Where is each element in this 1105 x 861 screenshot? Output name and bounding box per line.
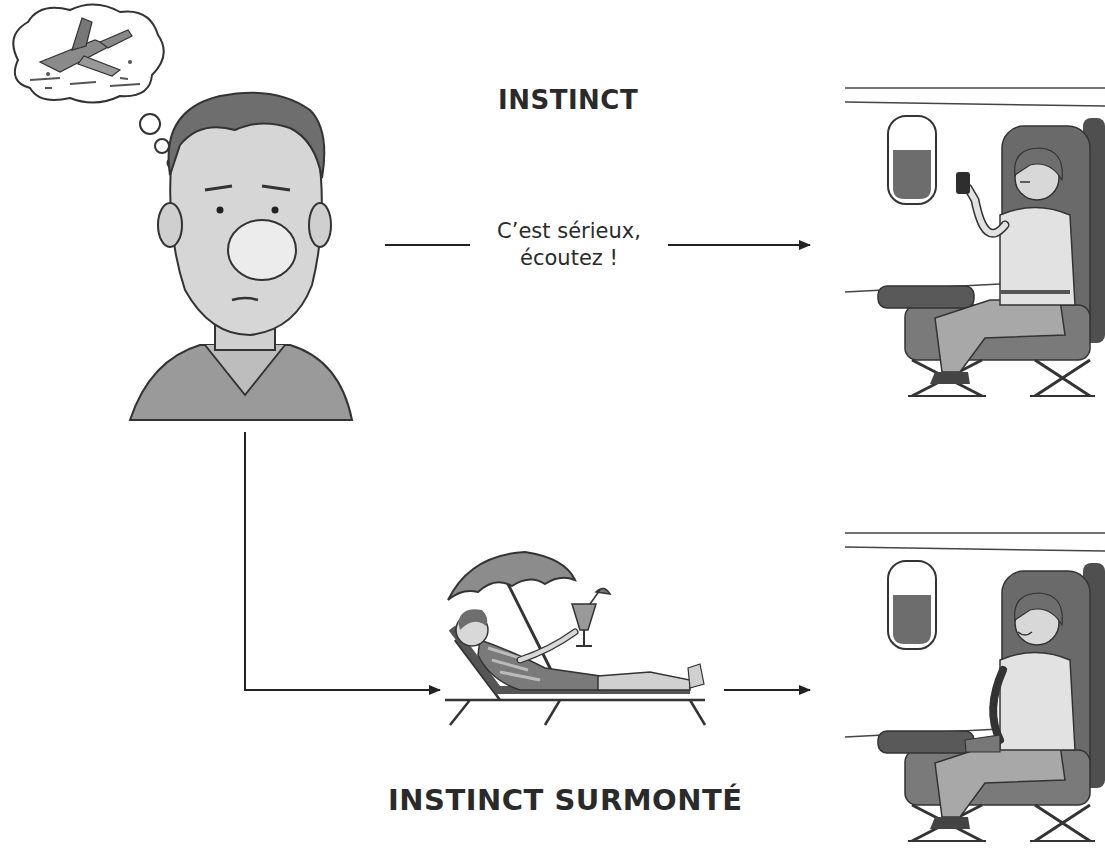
- section-heading: INSTINCT SURMONTÉ: [388, 783, 743, 817]
- section-heading: INSTINCT: [498, 85, 638, 115]
- relaxed-beach-figure: [445, 552, 705, 725]
- speech-text: C’est sérieux, écoutez !: [475, 218, 663, 273]
- thought-bubble: [13, 4, 176, 167]
- plane-seat-bottom: [845, 533, 1105, 841]
- plane-seat-top: [845, 88, 1105, 396]
- worried-man: [130, 93, 352, 420]
- arrow-lines: [245, 245, 810, 690]
